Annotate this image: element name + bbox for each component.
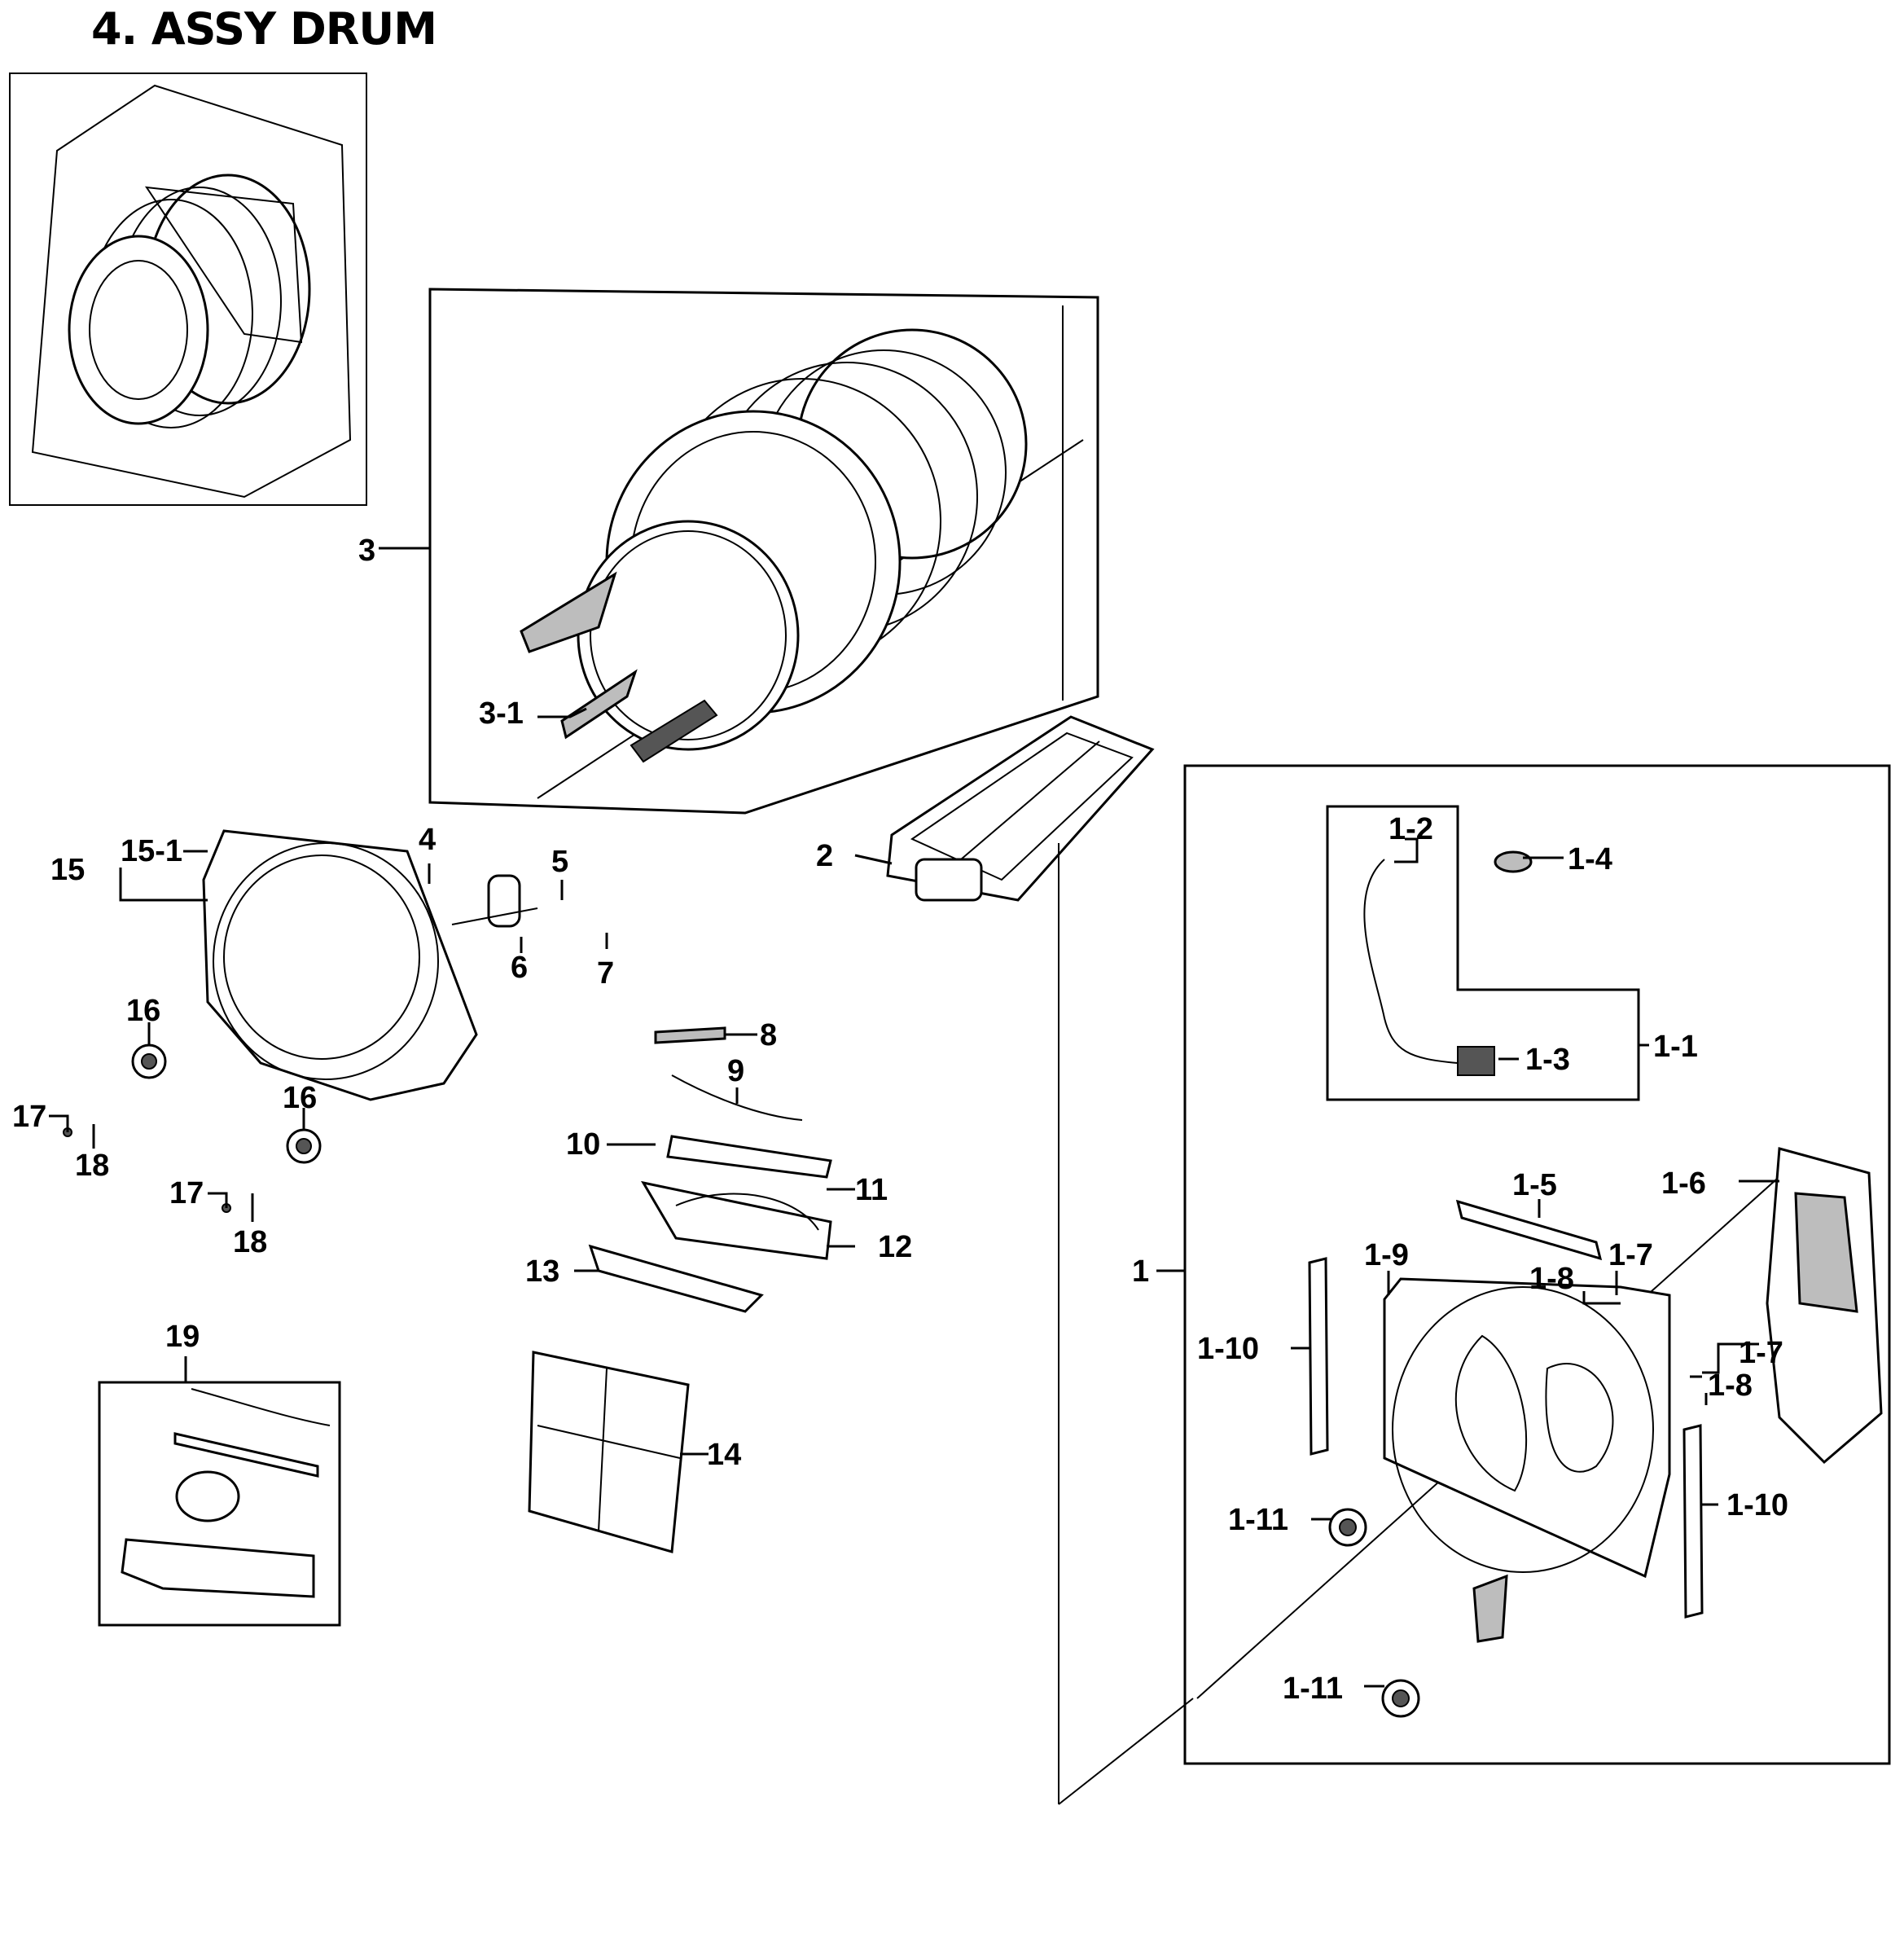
leader-lines	[49, 547, 1779, 1688]
callout-4: 4	[419, 823, 436, 857]
callout-1-8-right: 1-8	[1708, 1368, 1753, 1403]
part-19-kit	[98, 1381, 341, 1627]
callout-18-upper: 18	[75, 1149, 109, 1183]
callout-1-3: 1-3	[1525, 1043, 1570, 1077]
assembly-overview-thumbnail	[9, 72, 367, 506]
callout-18-lower: 18	[233, 1225, 267, 1259]
callout-5: 5	[551, 845, 568, 879]
callout-15-1: 15-1	[121, 834, 182, 868]
callout-1-4: 1-4	[1568, 842, 1612, 876]
callout-1-8-upper: 1-8	[1529, 1262, 1574, 1296]
rear-frame-group	[1058, 764, 1891, 1805]
callout-1-1: 1-1	[1653, 1030, 1698, 1064]
callout-3-1: 3-1	[479, 696, 524, 731]
callout-2: 2	[816, 839, 833, 873]
callout-19: 19	[165, 1320, 200, 1354]
callout-6: 6	[511, 951, 528, 985]
callout-labels: 1 1-1 1-2 1-3 1-4 1-5 1-6 1-7 1-7 1-8 1-…	[12, 534, 1788, 1706]
callout-1-5: 1-5	[1512, 1168, 1557, 1202]
center-parts	[528, 1026, 832, 1553]
callout-16-upper: 16	[126, 994, 160, 1028]
callout-9: 9	[727, 1054, 744, 1088]
callout-10: 10	[566, 1127, 600, 1162]
callout-1-7-upper: 1-7	[1608, 1238, 1653, 1272]
callout-17-lower: 17	[169, 1176, 204, 1210]
callout-7: 7	[597, 956, 614, 991]
filter-housing-part	[886, 715, 1155, 902]
drum-assembly-group	[428, 288, 1099, 815]
callout-14: 14	[707, 1438, 741, 1472]
callout-8: 8	[760, 1018, 777, 1052]
callout-16-lower: 16	[283, 1081, 317, 1115]
callout-1-11-upper: 1-11	[1228, 1503, 1288, 1537]
callout-1-11-lower: 1-11	[1283, 1672, 1343, 1706]
callout-1-9: 1-9	[1364, 1238, 1409, 1272]
callout-1-10-left: 1-10	[1197, 1332, 1259, 1366]
callout-12: 12	[878, 1230, 912, 1264]
callout-3: 3	[358, 534, 375, 568]
callout-1-6: 1-6	[1661, 1166, 1706, 1201]
callout-1-2: 1-2	[1389, 812, 1433, 846]
callout-1: 1	[1132, 1254, 1149, 1289]
callout-11: 11	[855, 1173, 888, 1207]
callout-1-10-right: 1-10	[1726, 1488, 1788, 1522]
callout-17-upper: 17	[12, 1100, 46, 1134]
diagram-title: 4. ASSY DRUM	[91, 3, 437, 55]
callout-1-7-right: 1-7	[1739, 1336, 1783, 1370]
callout-15: 15	[50, 853, 85, 887]
callout-13: 13	[525, 1254, 559, 1289]
front-bulkhead-group	[63, 829, 538, 1213]
